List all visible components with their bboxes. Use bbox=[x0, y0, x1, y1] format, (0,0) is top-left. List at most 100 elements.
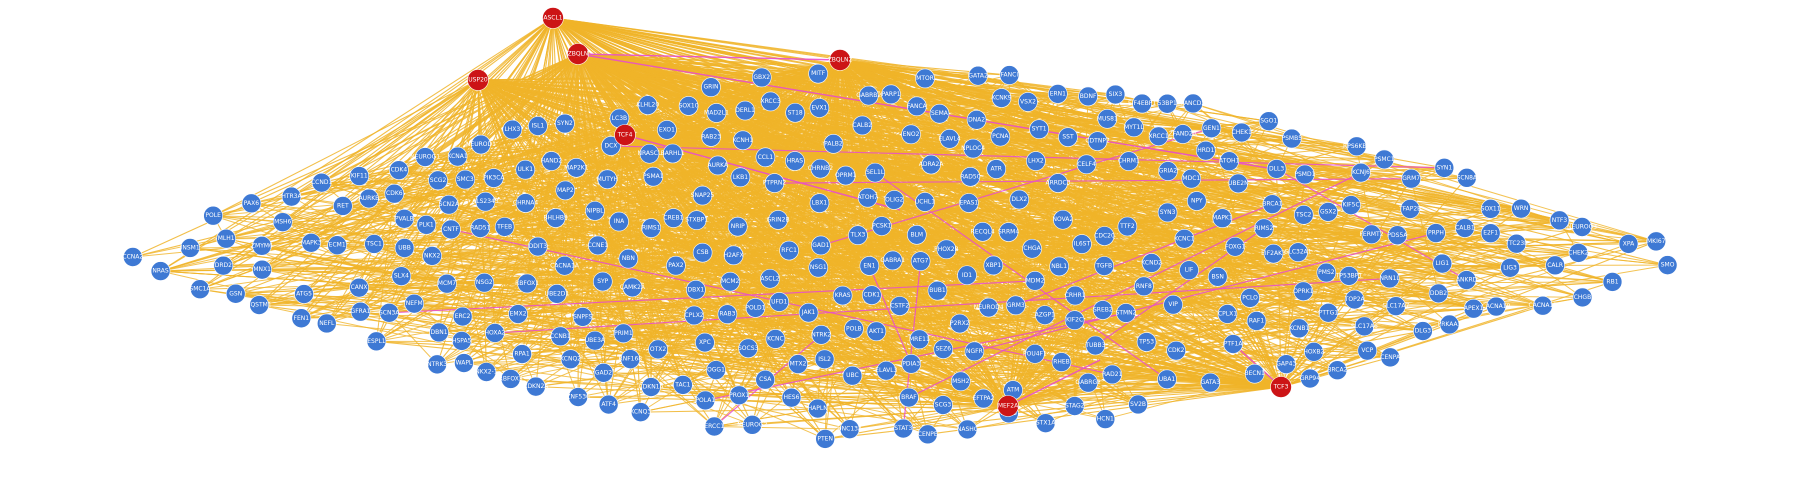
gene-node: PTPRN2 bbox=[763, 173, 786, 193]
node-label: POLB bbox=[846, 325, 862, 332]
node-circle bbox=[437, 273, 457, 294]
edge bbox=[916, 234, 1497, 308]
hub-gene-node: TCF4 bbox=[614, 124, 636, 146]
node-label: OTX2 bbox=[650, 346, 666, 353]
node-label: NPLOC4 bbox=[961, 145, 985, 152]
gene-node: MYT1L bbox=[1124, 117, 1144, 138]
node-circle bbox=[1207, 267, 1228, 287]
edge bbox=[160, 17, 554, 272]
node-label: BRCA1 bbox=[1262, 201, 1282, 208]
gene-node: POLD1 bbox=[745, 298, 766, 318]
gene-node: FANCA bbox=[907, 96, 928, 117]
node-label: OGG1 bbox=[707, 367, 725, 374]
node-circle bbox=[735, 100, 755, 121]
node-circle bbox=[862, 285, 882, 305]
node-label: XPC bbox=[699, 339, 711, 346]
node-circle bbox=[1094, 226, 1115, 246]
node-circle bbox=[701, 77, 721, 98]
node-label: SV2B bbox=[1130, 401, 1146, 408]
edge bbox=[1112, 252, 1579, 375]
node-circle bbox=[494, 217, 515, 237]
node-label: MUTYH bbox=[597, 176, 618, 183]
gene-node: SMC3 bbox=[455, 169, 476, 190]
node-circle bbox=[526, 376, 546, 397]
edge-highlight bbox=[389, 280, 1036, 314]
edge bbox=[425, 119, 977, 158]
node-circle bbox=[901, 124, 921, 145]
node-label: FANCI bbox=[1001, 72, 1019, 79]
gene-node: HTR3A bbox=[281, 186, 303, 207]
gene-node: ISL1 bbox=[528, 116, 548, 136]
node-label: HTR3A bbox=[281, 193, 302, 200]
node-label: RECQL4 bbox=[971, 228, 995, 235]
node-circle bbox=[882, 250, 903, 271]
edge bbox=[916, 105, 1212, 129]
gene-node: EPAS1 bbox=[959, 193, 979, 213]
gene-node: BDNF bbox=[1078, 86, 1098, 107]
node-circle bbox=[1293, 281, 1314, 302]
node-circle bbox=[983, 255, 1004, 276]
gene-node: DDB2 bbox=[1428, 283, 1449, 304]
node-circle bbox=[641, 218, 661, 238]
gene-node: NTRK3 bbox=[427, 354, 447, 375]
gene-node: CREB1 bbox=[663, 208, 684, 228]
node-label: SMO bbox=[1661, 262, 1675, 269]
edge bbox=[486, 245, 599, 373]
gene-node: GSN bbox=[225, 283, 246, 304]
gene-node: CACNA1E bbox=[1529, 295, 1557, 316]
gene-node: BECN1 bbox=[1244, 363, 1265, 384]
edge bbox=[623, 93, 892, 334]
node-circle bbox=[568, 387, 588, 407]
node-circle bbox=[1318, 302, 1339, 323]
node-label: HCN1 bbox=[1097, 416, 1114, 423]
node-circle bbox=[760, 91, 781, 112]
node-label: DLL3 bbox=[1269, 165, 1284, 172]
node-circle bbox=[1174, 228, 1195, 249]
node-label: CCNB1 bbox=[550, 333, 571, 340]
node-label: NIPBL bbox=[586, 207, 604, 214]
hub-gene-node: ZBQLN2 bbox=[828, 49, 852, 71]
gene-node: NBL1 bbox=[1049, 256, 1069, 277]
node-label: TSC2 bbox=[1295, 211, 1312, 218]
gene-node: PARP1 bbox=[881, 84, 901, 105]
edge bbox=[223, 265, 1036, 282]
node-circle bbox=[1078, 372, 1098, 393]
edge bbox=[765, 280, 1036, 381]
node-label: P2RX2 bbox=[950, 320, 970, 327]
node-circle bbox=[811, 325, 832, 345]
node-circle bbox=[730, 167, 751, 188]
gene-node: POLA1 bbox=[695, 390, 715, 411]
node-label: HOXA2 bbox=[484, 329, 505, 336]
node-circle bbox=[1064, 310, 1085, 330]
gene-node: ALS2345 bbox=[472, 191, 499, 212]
node-circle bbox=[350, 301, 371, 322]
gene-node: GAD1 bbox=[811, 235, 831, 256]
edge bbox=[1211, 127, 1511, 269]
node-circle bbox=[1128, 394, 1148, 415]
node-label: DDIT3 bbox=[529, 243, 548, 250]
gene-node: SIX3 bbox=[1105, 84, 1126, 105]
node-label: RFC1 bbox=[781, 247, 797, 254]
gene-node: FANCI bbox=[999, 65, 1020, 85]
node-circle bbox=[865, 162, 885, 183]
edge bbox=[1045, 278, 1390, 424]
node-circle bbox=[723, 245, 744, 266]
gene-node: OPRM1 bbox=[835, 165, 857, 186]
node-label: GSN bbox=[229, 290, 242, 297]
node-label: TP53BP1 bbox=[1335, 272, 1363, 279]
edge bbox=[393, 53, 579, 195]
node-circle bbox=[630, 402, 651, 422]
gene-node: SEZ6 bbox=[933, 339, 954, 359]
gene-node: PVALB bbox=[394, 208, 415, 229]
gene-node: SYN1 bbox=[1434, 158, 1455, 178]
gene-node: PIK3CA bbox=[483, 168, 505, 188]
gene-node: CHRNB2 bbox=[808, 158, 833, 179]
gene-node: AKT1 bbox=[866, 321, 887, 342]
node-label: PTF1A bbox=[1224, 341, 1244, 348]
node-circle bbox=[871, 216, 892, 236]
node-circle bbox=[555, 180, 576, 201]
gene-node: ERN1 bbox=[1048, 84, 1068, 104]
gene-node: NEUROG1 bbox=[410, 147, 440, 167]
edge bbox=[824, 363, 912, 440]
gene-node: ERC2 bbox=[452, 306, 473, 327]
